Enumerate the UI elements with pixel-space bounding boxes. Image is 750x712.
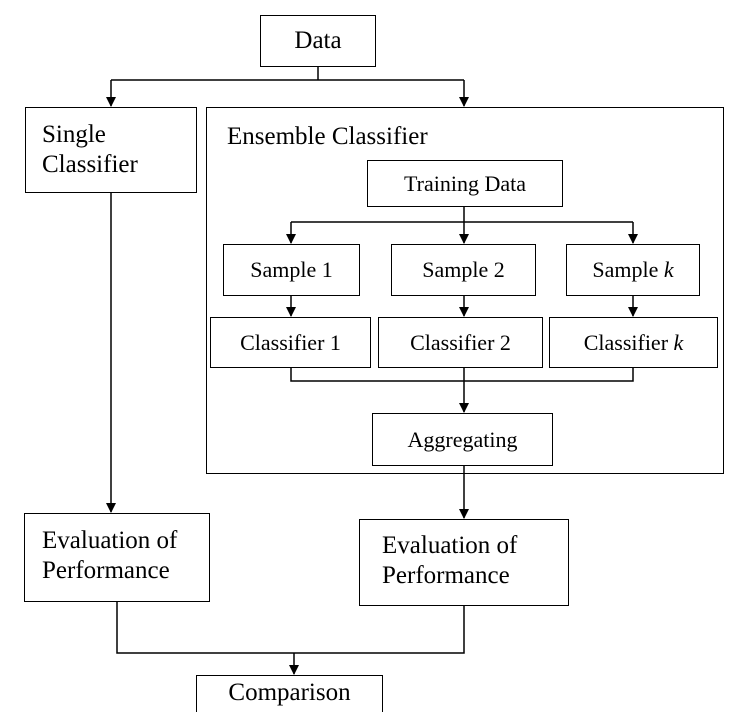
classifier-2-label: Classifier 2 [410, 329, 511, 355]
training-data-node: Training Data [367, 160, 563, 207]
classifier-k-prefix: Classifier [583, 329, 674, 355]
edge-classifiers-merge [290, 368, 634, 382]
aggregating-node: Aggregating [372, 413, 553, 466]
sample-k-prefix: Sample [592, 257, 664, 282]
sample-1-node: Sample 1 [223, 244, 360, 296]
training-data-label: Training Data [403, 170, 526, 196]
sample-2-node: Sample 2 [391, 244, 536, 296]
classifier-k-node: Classifier k [549, 317, 718, 368]
sample-k-label: Sample k [592, 257, 673, 283]
comparison-node: Comparison [196, 675, 383, 712]
evaluation-right-label: Evaluation of Performance [382, 532, 518, 589]
data-label: Data [294, 27, 342, 54]
edge-evals-merge [116, 602, 465, 654]
sample-1-label: Sample 1 [250, 257, 333, 282]
single-classifier-label: Single Classifier [42, 121, 138, 178]
sample-k-node: Sample k [566, 244, 700, 296]
evaluation-right-node: Evaluation of Performance [359, 519, 569, 606]
classifier-1-label: Classifier 1 [240, 329, 341, 355]
comparison-label: Comparison [228, 679, 351, 706]
single-classifier-node: Single Classifier [25, 107, 197, 193]
evaluation-left-node: Evaluation of Performance [24, 513, 210, 602]
aggregating-label: Aggregating [407, 426, 518, 452]
evaluation-left-label: Evaluation of Performance [42, 527, 178, 584]
classifier-k-label: Classifier k [584, 330, 684, 356]
sample-k-variable: k [663, 257, 674, 282]
ensemble-classifier-group: Ensemble Classifier [206, 107, 724, 474]
classifier-k-variable: k [673, 329, 684, 355]
classifier-1-node: Classifier 1 [210, 317, 371, 368]
data-node: Data [260, 15, 376, 67]
ensemble-classifier-title: Ensemble Classifier [227, 123, 428, 150]
classifier-2-node: Classifier 2 [378, 317, 543, 368]
sample-2-label: Sample 2 [422, 257, 505, 282]
